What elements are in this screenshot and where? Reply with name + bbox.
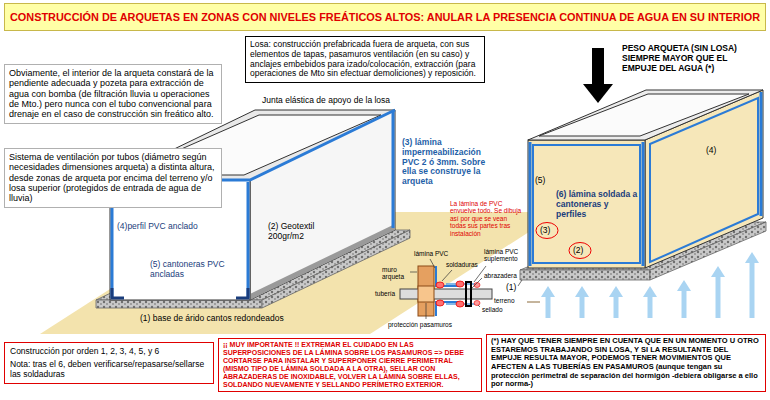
uplift-arrow bbox=[716, 276, 721, 318]
pipe-sleeve bbox=[418, 286, 434, 302]
leader-line bbox=[426, 303, 427, 319]
gravel-base bbox=[96, 300, 262, 308]
weld bbox=[456, 281, 464, 287]
callout-number: (3) bbox=[540, 226, 556, 236]
seal bbox=[474, 301, 480, 306]
uplift-arrow bbox=[580, 296, 585, 318]
part-label: (1) base de árido cantos redondeados bbox=[140, 314, 360, 324]
part-label: (6) lámina soldada a cantoneras y perfil… bbox=[556, 190, 640, 219]
load-arrow bbox=[592, 48, 604, 84]
pvc-profile bbox=[642, 142, 645, 266]
part-label: abrazadera bbox=[484, 272, 520, 279]
note-box: Obviamente, el interior de la arqueta co… bbox=[4, 64, 222, 124]
highlight-circle bbox=[569, 243, 591, 259]
uplift-arrow bbox=[643, 286, 657, 297]
clamp bbox=[466, 282, 471, 306]
part-label: soldaduras bbox=[446, 261, 482, 268]
weld bbox=[436, 282, 444, 288]
weld bbox=[436, 300, 444, 306]
callout-number: (4) bbox=[706, 146, 726, 156]
part-label: PESO ARQUETA (SIN LOSA) SIEMPRE MAYOR QU… bbox=[622, 44, 764, 73]
pvc-profile bbox=[392, 112, 395, 228]
part-label: La lámina de PVC envuelve todo. Se dibuj… bbox=[450, 200, 524, 237]
note-text: Sistema de ventilación por tubos (diámet… bbox=[9, 152, 217, 204]
uplift-arrow bbox=[750, 262, 755, 318]
callout-number: (2) bbox=[573, 246, 589, 256]
title-banner: CONSTRUCCIÓN DE ARQUETAS EN ZONAS CON NI… bbox=[4, 3, 766, 31]
uplift-arrow bbox=[614, 296, 619, 318]
part-label: lámina PVC bbox=[414, 250, 454, 257]
uplift-arrow bbox=[745, 252, 759, 263]
part-label: (5) cantoneras PVC ancladas bbox=[150, 260, 242, 280]
pvc-profile bbox=[760, 92, 763, 216]
part-label: sellado bbox=[482, 306, 512, 313]
box-top-rim bbox=[528, 90, 763, 140]
leader-line bbox=[472, 278, 482, 288]
warning-box: ¡¡ MUY IMPORTANTE !! EXTREMAR EL CUIDADO… bbox=[218, 338, 482, 392]
ground-line bbox=[527, 302, 540, 303]
uplift-arrow bbox=[682, 290, 687, 318]
uplift-arrow bbox=[546, 296, 551, 318]
part-label: Junta elástica de apoyo de la losa bbox=[262, 96, 427, 106]
callout-number: (1) bbox=[506, 283, 520, 293]
part-label: terreno bbox=[494, 297, 526, 304]
leader-line bbox=[430, 259, 435, 268]
part-label: lámina PVC suplemento bbox=[484, 248, 524, 263]
part-label: (2) Geotextil 200gr/m2 bbox=[268, 222, 332, 242]
part-label: protección pasamuros bbox=[388, 321, 468, 328]
part-label: muro arqueta bbox=[382, 266, 412, 281]
uplift-arrow bbox=[648, 296, 653, 318]
uplift-arrow bbox=[575, 286, 589, 297]
note-text: Losa: construcción prefabricada fuera de… bbox=[250, 40, 480, 79]
uplift-arrow bbox=[711, 266, 725, 277]
pvc-profile bbox=[529, 142, 532, 266]
note-text: ¡¡ MUY IMPORTANTE !! EXTREMAR EL CUIDADO… bbox=[223, 341, 477, 389]
uplift-arrow bbox=[609, 286, 623, 297]
part-label: (3) lámina impermeabilización PVC 2 ó 3m… bbox=[402, 138, 498, 187]
uplift-arrows bbox=[541, 252, 759, 318]
note-text: (*) HAY QUE TENER SIEMPRE EN CUENTA QUE … bbox=[491, 337, 761, 389]
load-arrow bbox=[583, 84, 613, 103]
uplift-arrow bbox=[541, 286, 555, 297]
note-box: Sistema de ventilación por tubos (diámet… bbox=[4, 148, 222, 208]
box-front-face bbox=[528, 140, 645, 268]
part-label: (4)perfil PVC anclado bbox=[117, 222, 242, 232]
pvc-sheet bbox=[533, 145, 640, 263]
weld bbox=[456, 301, 464, 307]
pvc-profile bbox=[247, 182, 250, 298]
pipe bbox=[400, 289, 492, 299]
part-label: tubería bbox=[375, 290, 400, 297]
title: CONSTRUCCIÓN DE ARQUETAS EN ZONAS CON NI… bbox=[9, 11, 761, 24]
leader-line bbox=[518, 280, 522, 286]
order-note-box: Construcción por orden 1, 2, 3, 4, 5, y … bbox=[4, 342, 214, 384]
highlight-circle bbox=[536, 223, 558, 239]
pvc-corner-piece bbox=[236, 288, 248, 298]
leader-line bbox=[442, 270, 452, 281]
slab-note-box: Losa: construcción prefabricada fuera de… bbox=[245, 36, 485, 83]
warning-box: (*) HAY QUE TENER SIEMPRE EN CUENTA QUE … bbox=[486, 334, 766, 392]
note-text: Nota: tras el 6, deben verificarse/repas… bbox=[10, 360, 208, 380]
note-text: Obviamente, el interior de la arqueta co… bbox=[9, 68, 217, 120]
gravel-base bbox=[520, 270, 650, 280]
leader-line bbox=[410, 272, 417, 273]
note-text: Construcción por orden 1, 2, 3, 4, 5, y … bbox=[10, 347, 208, 357]
uplift-arrow bbox=[677, 280, 691, 291]
pvc-corner-piece bbox=[112, 288, 124, 298]
leader-line bbox=[478, 305, 480, 307]
callout-number: (5) bbox=[535, 176, 555, 186]
pvc-sheet bbox=[650, 98, 758, 262]
